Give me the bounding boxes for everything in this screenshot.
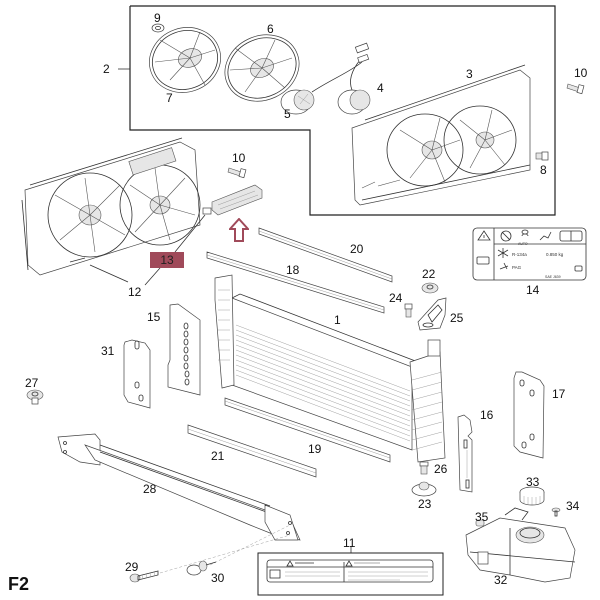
callout-4: 4 — [377, 81, 384, 95]
callout-1: 1 — [334, 313, 341, 327]
part-29-screw — [129, 570, 159, 583]
part-35-clip — [475, 519, 485, 527]
part-25-bracket — [417, 297, 447, 331]
callout-18: 18 — [286, 263, 300, 277]
part-28-cross-member — [57, 433, 301, 541]
part-10-screw-right — [566, 83, 585, 95]
part-16-bracket — [457, 414, 473, 493]
callout-9: 9 — [154, 11, 161, 25]
part-19-seal-strip — [224, 397, 391, 463]
callout-11: 11 — [343, 536, 356, 550]
part-9-washer — [151, 23, 165, 33]
callout-33: 33 — [526, 475, 540, 489]
callout-3: 3 — [466, 67, 473, 81]
callout-line-13 — [174, 214, 206, 253]
callout-21: 21 — [211, 449, 225, 463]
callout-27: 27 — [25, 376, 39, 390]
part-24-bolt — [404, 303, 413, 318]
ac-label-auto: AUTO — [518, 242, 528, 246]
callout-32: 32 — [494, 573, 508, 587]
part-11-warning-label — [257, 546, 444, 596]
part-13-fan-control-module — [202, 184, 263, 216]
figure-id: F2 — [8, 574, 30, 594]
callout-2: 2 — [103, 62, 110, 76]
arrow-up-icon — [229, 218, 249, 242]
callout-26: 26 — [434, 462, 448, 476]
callout-28: 28 — [143, 482, 157, 496]
callout-line-13b — [144, 267, 161, 286]
ac-label-oil: PAG — [512, 265, 522, 270]
ac-label-refrigerant: R-134a — [512, 252, 527, 257]
callout-22: 22 — [422, 267, 436, 281]
part-26-bolt — [419, 461, 429, 475]
part-22-grommet — [421, 282, 439, 294]
callout-25: 25 — [450, 311, 464, 325]
callout-8: 8 — [540, 163, 547, 177]
part-5-motor — [280, 89, 315, 115]
callout-10-mid: 10 — [232, 151, 246, 165]
callout-20: 20 — [350, 242, 364, 256]
callout-line-12 — [89, 264, 129, 283]
part-33-cap — [519, 486, 545, 506]
callout-12: 12 — [128, 285, 142, 299]
callout-31: 31 — [101, 344, 115, 358]
callout-15: 15 — [147, 310, 161, 324]
callout-16: 16 — [480, 408, 494, 422]
part-15-bracket — [167, 303, 201, 396]
part-8-bolt — [535, 151, 549, 161]
callout-24: 24 — [389, 291, 403, 305]
part-17-bracket — [513, 371, 545, 459]
part-6-fan-blade — [224, 34, 300, 102]
callout-19: 19 — [308, 442, 322, 456]
callout-29: 29 — [125, 560, 139, 574]
callout-35: 35 — [475, 510, 489, 524]
part-31-bracket — [123, 339, 151, 409]
callout-7: 7 — [166, 91, 173, 105]
part-32-coolant-reservoir — [465, 507, 576, 583]
assembly-bracket-box — [129, 5, 556, 216]
callout-30: 30 — [211, 571, 225, 585]
part-4-motor-harness — [311, 42, 371, 115]
assembly-leader-dashed — [159, 524, 291, 574]
callout-13-highlighted: 13 — [150, 252, 184, 268]
callout-17: 17 — [552, 387, 566, 401]
part-30-push-clip — [186, 560, 217, 576]
part-7-fan-blade — [149, 27, 221, 93]
ac-label-standard: SAE J639 — [545, 275, 561, 279]
part-34-screw — [551, 507, 561, 517]
part-27-clip — [26, 389, 44, 405]
part-14-ac-label: R-134a 0.850 kg PAG AUTO SAE J639 — [472, 227, 587, 281]
callout-34: 34 — [566, 499, 580, 513]
part-1-radiator — [214, 274, 446, 463]
callout-6: 6 — [267, 22, 274, 36]
part-3-fan-shroud — [351, 64, 531, 206]
ac-label-charge: 0.850 kg — [546, 252, 564, 257]
part-10-screw-mid — [227, 167, 247, 179]
callout-23: 23 — [418, 497, 432, 511]
callout-5: 5 — [284, 107, 291, 121]
callout-14: 14 — [526, 283, 540, 297]
part-12-fan-assembly — [21, 137, 201, 276]
part-23-nut — [411, 481, 437, 497]
callout-10-right: 10 — [574, 66, 588, 80]
